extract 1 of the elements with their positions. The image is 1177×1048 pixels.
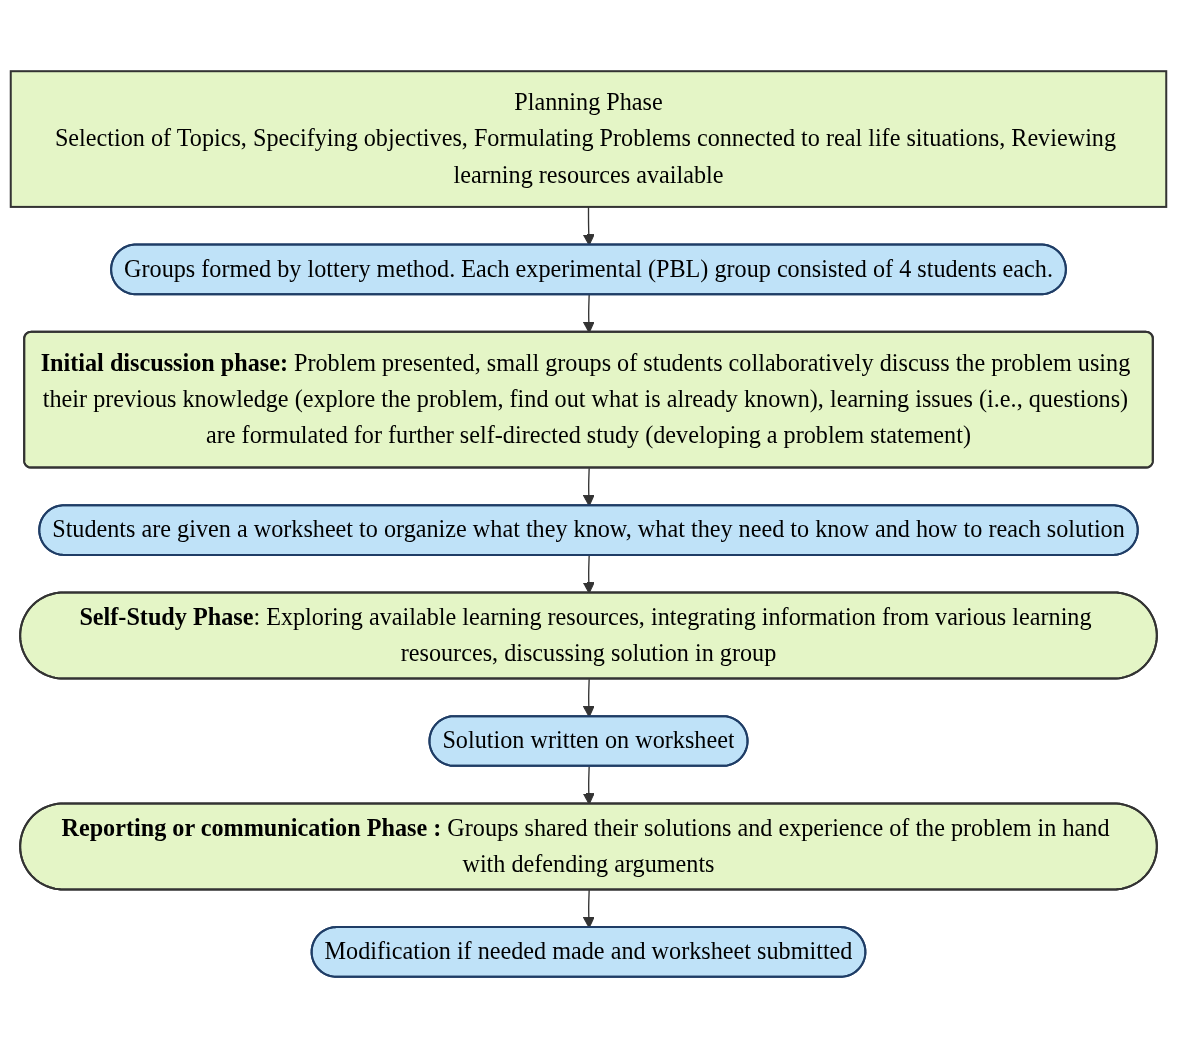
node-box: Planning Phase Selection of Topics, Specifying objectives, Formulating Problems connected to real life situations, Reviewing learning resources available (9, 70, 1168, 208)
